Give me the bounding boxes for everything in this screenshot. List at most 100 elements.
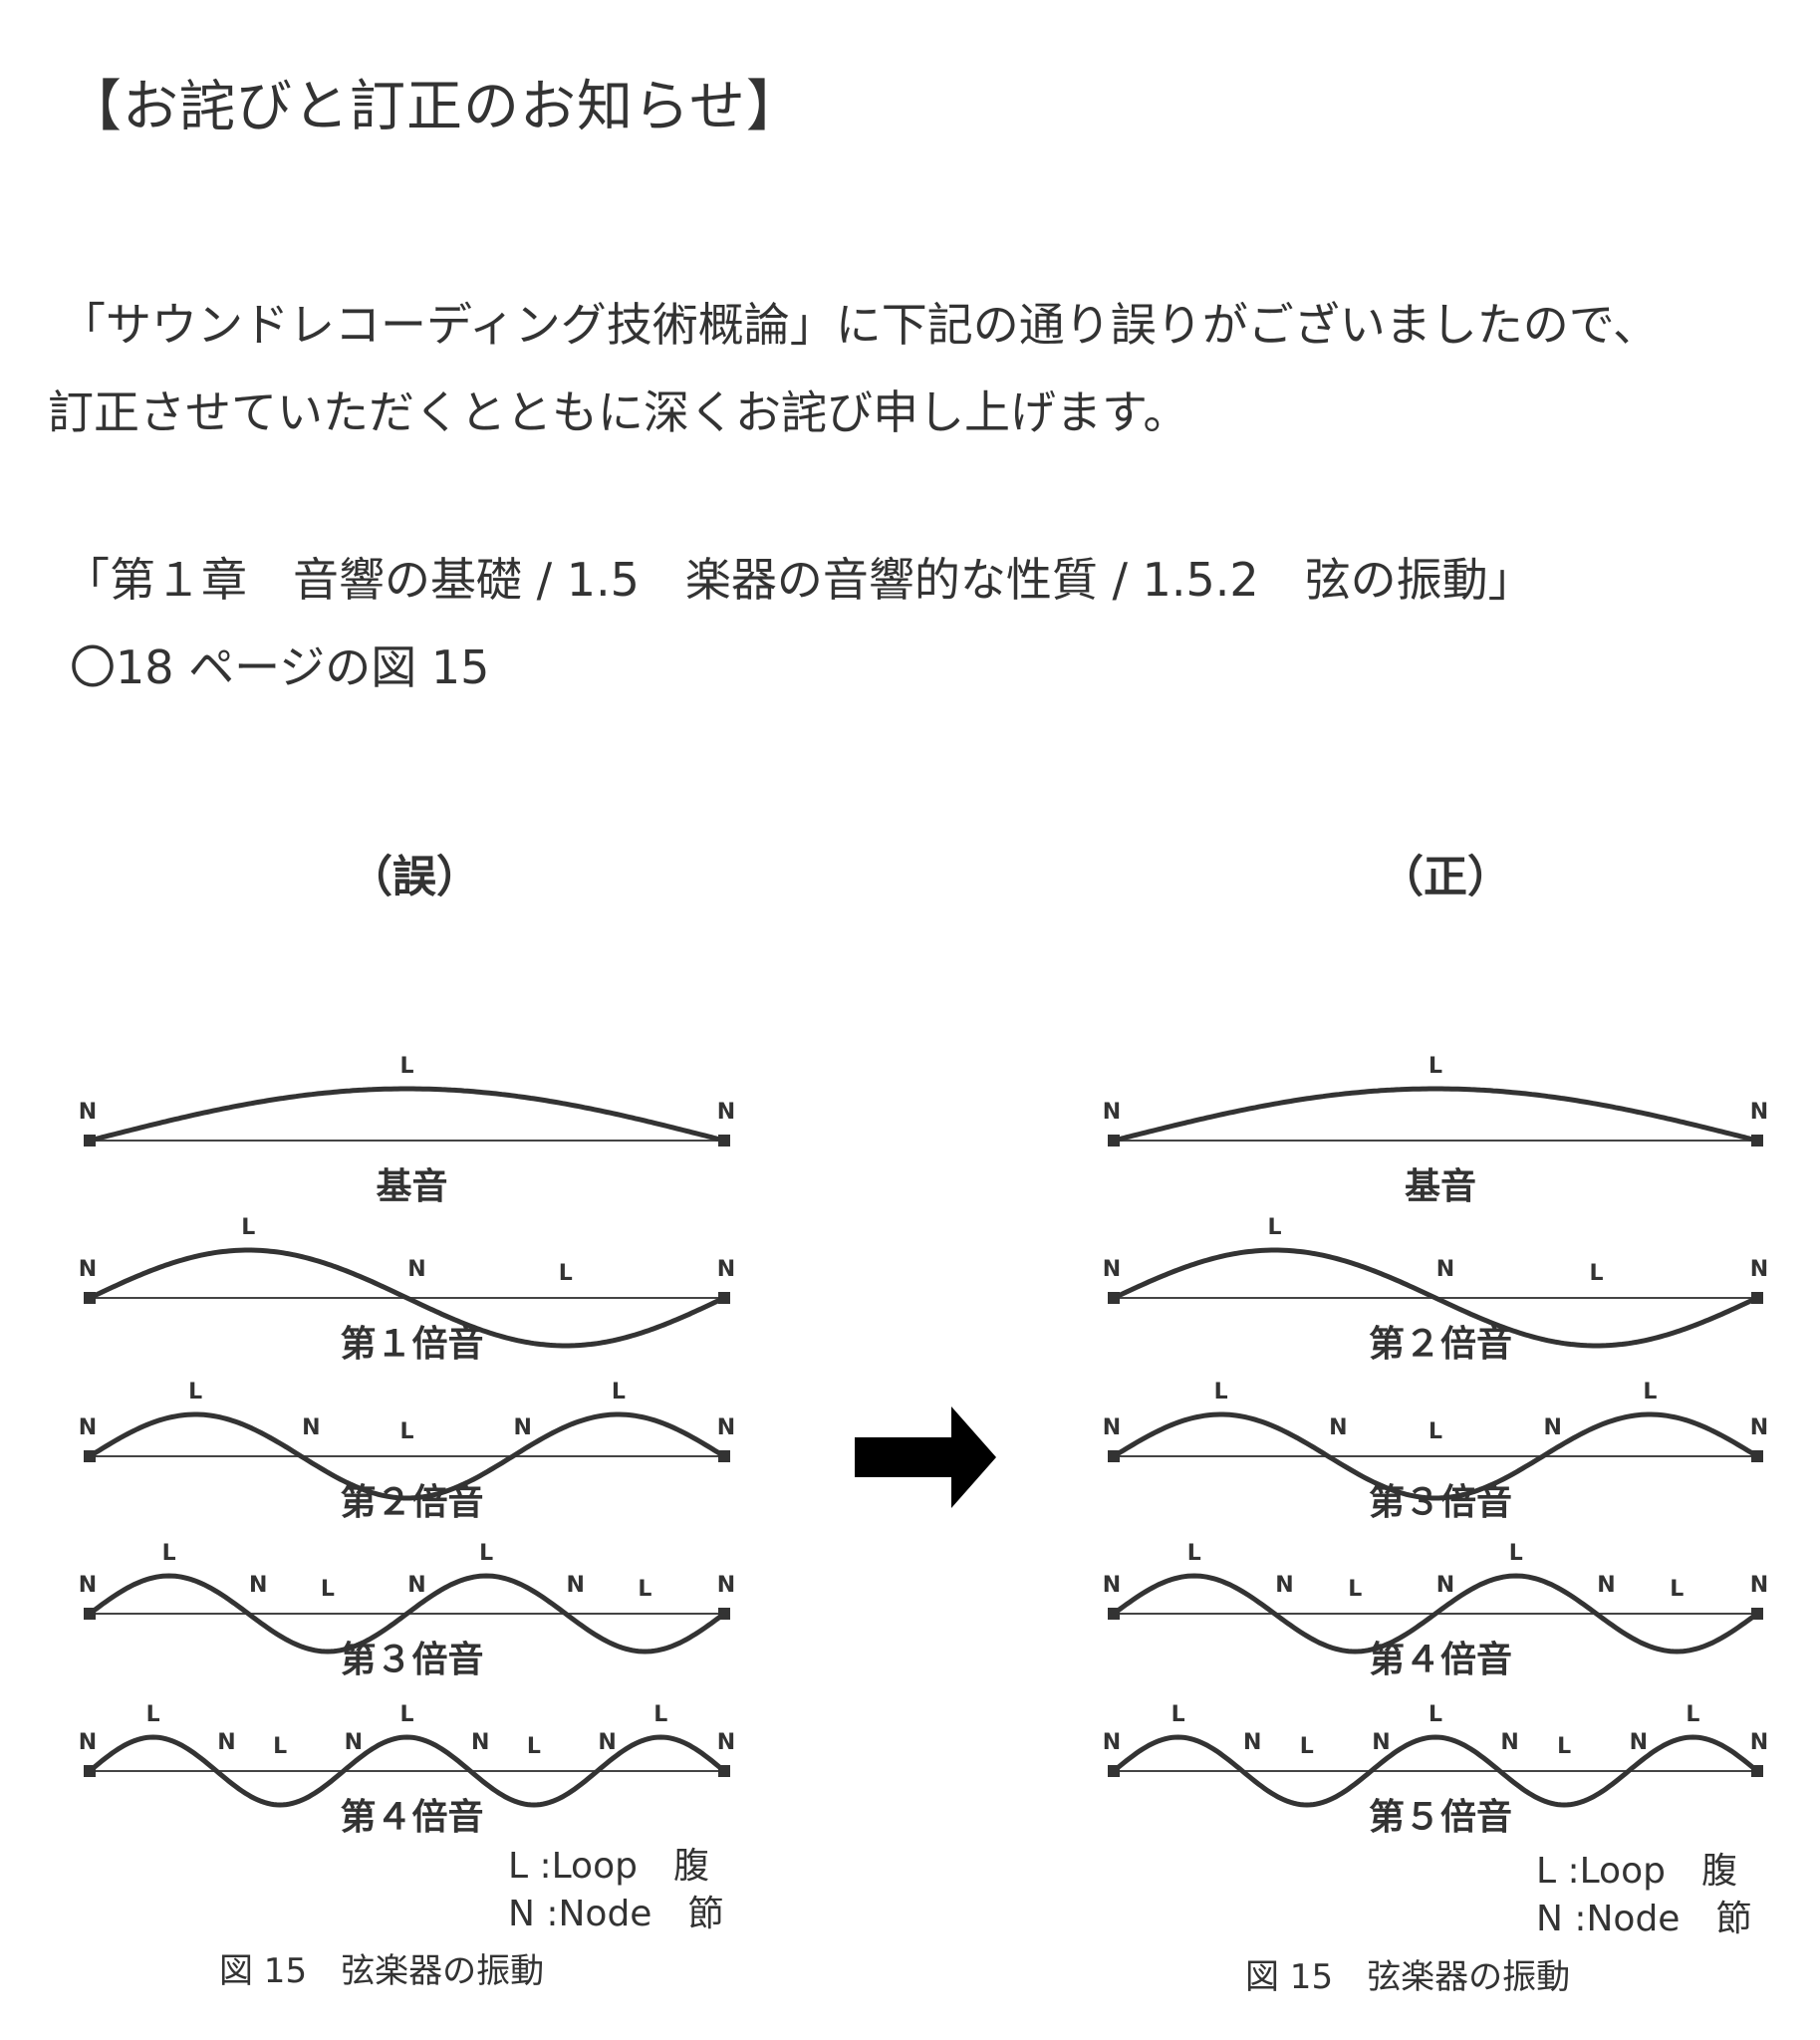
reference-block: 「第１章 音響の基礎 / 1.5 楽器の音響的な性質 / 1.5.2 弦の振動」… — [64, 536, 1534, 711]
node-label: N — [567, 1573, 585, 1598]
loop-label: L — [1686, 1702, 1699, 1727]
node-label: N — [1750, 1257, 1768, 1282]
apology-line-2: 訂正させていただくとともに深くお詫び申し上げます。 — [48, 385, 1189, 439]
string-end-square — [1108, 1135, 1120, 1147]
node-label: N — [471, 1730, 489, 1755]
string-wave — [1112, 1247, 1759, 1349]
reference-page: 〇18 ページの図 15 — [70, 640, 490, 694]
node-label: N — [1436, 1257, 1454, 1282]
correct-label: （正） — [1380, 852, 1511, 902]
loop-label: L — [1300, 1734, 1314, 1759]
loop-label: L — [612, 1380, 626, 1404]
string-wave — [88, 1734, 726, 1808]
string-end-square — [1751, 1765, 1763, 1777]
string-wave — [1112, 1573, 1759, 1655]
loop-label: L — [162, 1541, 176, 1566]
loop-label: L — [321, 1577, 335, 1602]
node-label: N — [513, 1415, 531, 1440]
loop-label: L — [399, 1054, 413, 1079]
string-end-square — [1751, 1135, 1763, 1147]
loop-label: L — [559, 1261, 573, 1286]
string-end-square — [84, 1765, 96, 1777]
string-end-square — [84, 1292, 96, 1304]
notice-heading: 【お詫びと訂正のお知らせ】 — [66, 75, 803, 139]
node-label: N — [717, 1573, 735, 1598]
node-label: N — [1630, 1730, 1648, 1755]
harmonic-caption: 第２倍音 — [1369, 1324, 1512, 1365]
loop-label: L — [399, 1702, 413, 1727]
node-label: N — [1750, 1730, 1768, 1755]
string-end-square — [84, 1450, 96, 1462]
harmonic-caption: 第３倍音 — [340, 1640, 483, 1680]
loop-label: L — [1557, 1734, 1571, 1759]
string-end-square — [1108, 1765, 1120, 1777]
node-label: N — [407, 1573, 425, 1598]
node-label: N — [1500, 1730, 1518, 1755]
string-end-square — [718, 1765, 730, 1777]
loop-label: L — [653, 1702, 667, 1727]
node-label: N — [407, 1257, 425, 1282]
node-label: N — [1103, 1415, 1121, 1440]
harmonic-caption: 基音 — [376, 1166, 447, 1207]
figure-caption: 図 15 弦楽器の振動 — [219, 1951, 544, 1991]
loop-label: L — [1429, 1419, 1442, 1444]
string-end-square — [718, 1450, 730, 1462]
node-label: N — [79, 1415, 97, 1440]
node-label: N — [1750, 1100, 1768, 1125]
loop-label: L — [146, 1702, 160, 1727]
vibration-row: N N L 基音 — [1103, 1054, 1768, 1207]
string-end-square — [1108, 1608, 1120, 1620]
loop-label: L — [1187, 1541, 1201, 1566]
node-label: N — [1750, 1573, 1768, 1598]
reference-chapter: 「第１章 音響の基礎 / 1.5 楽器の音響的な性質 / 1.5.2 弦の振動」 — [64, 553, 1534, 607]
loop-label: L — [1429, 1702, 1442, 1727]
node-label: N — [1329, 1415, 1347, 1440]
string-end-square — [718, 1135, 730, 1147]
string-end-square — [84, 1135, 96, 1147]
string-end-square — [1751, 1450, 1763, 1462]
loop-label: L — [188, 1380, 202, 1404]
right-arrow-icon — [855, 1406, 996, 1508]
string-wave — [89, 1086, 725, 1144]
loop-label: L — [1643, 1380, 1657, 1404]
node-label: N — [1103, 1730, 1121, 1755]
string-end-square — [718, 1608, 730, 1620]
string-end-square — [718, 1292, 730, 1304]
loop-label: L — [1171, 1702, 1185, 1727]
string-end-square — [1751, 1292, 1763, 1304]
node-label: N — [1275, 1573, 1293, 1598]
node-label: N — [1103, 1100, 1121, 1125]
harmonic-caption: 第２倍音 — [340, 1482, 483, 1523]
node-label: N — [79, 1100, 97, 1125]
node-label: N — [79, 1573, 97, 1598]
node-label: N — [1750, 1415, 1768, 1440]
string-wave — [1112, 1734, 1759, 1808]
harmonic-caption: 基音 — [1405, 1166, 1476, 1207]
legend-loop: L :Loop 腹 — [508, 1846, 709, 1887]
legend-node: N :Node 節 — [508, 1894, 723, 1934]
string-end-square — [1108, 1450, 1120, 1462]
harmonic-caption: 第４倍音 — [340, 1797, 483, 1838]
loop-label: L — [1429, 1054, 1442, 1079]
node-label: N — [302, 1415, 320, 1440]
node-label: N — [1103, 1257, 1121, 1282]
loop-label: L — [1670, 1577, 1684, 1602]
node-label: N — [79, 1257, 97, 1282]
loop-label: L — [1348, 1577, 1362, 1602]
node-label: N — [345, 1730, 363, 1755]
legend-loop: L :Loop 腹 — [1536, 1851, 1737, 1892]
node-label: N — [249, 1573, 267, 1598]
loop-label: L — [479, 1541, 493, 1566]
